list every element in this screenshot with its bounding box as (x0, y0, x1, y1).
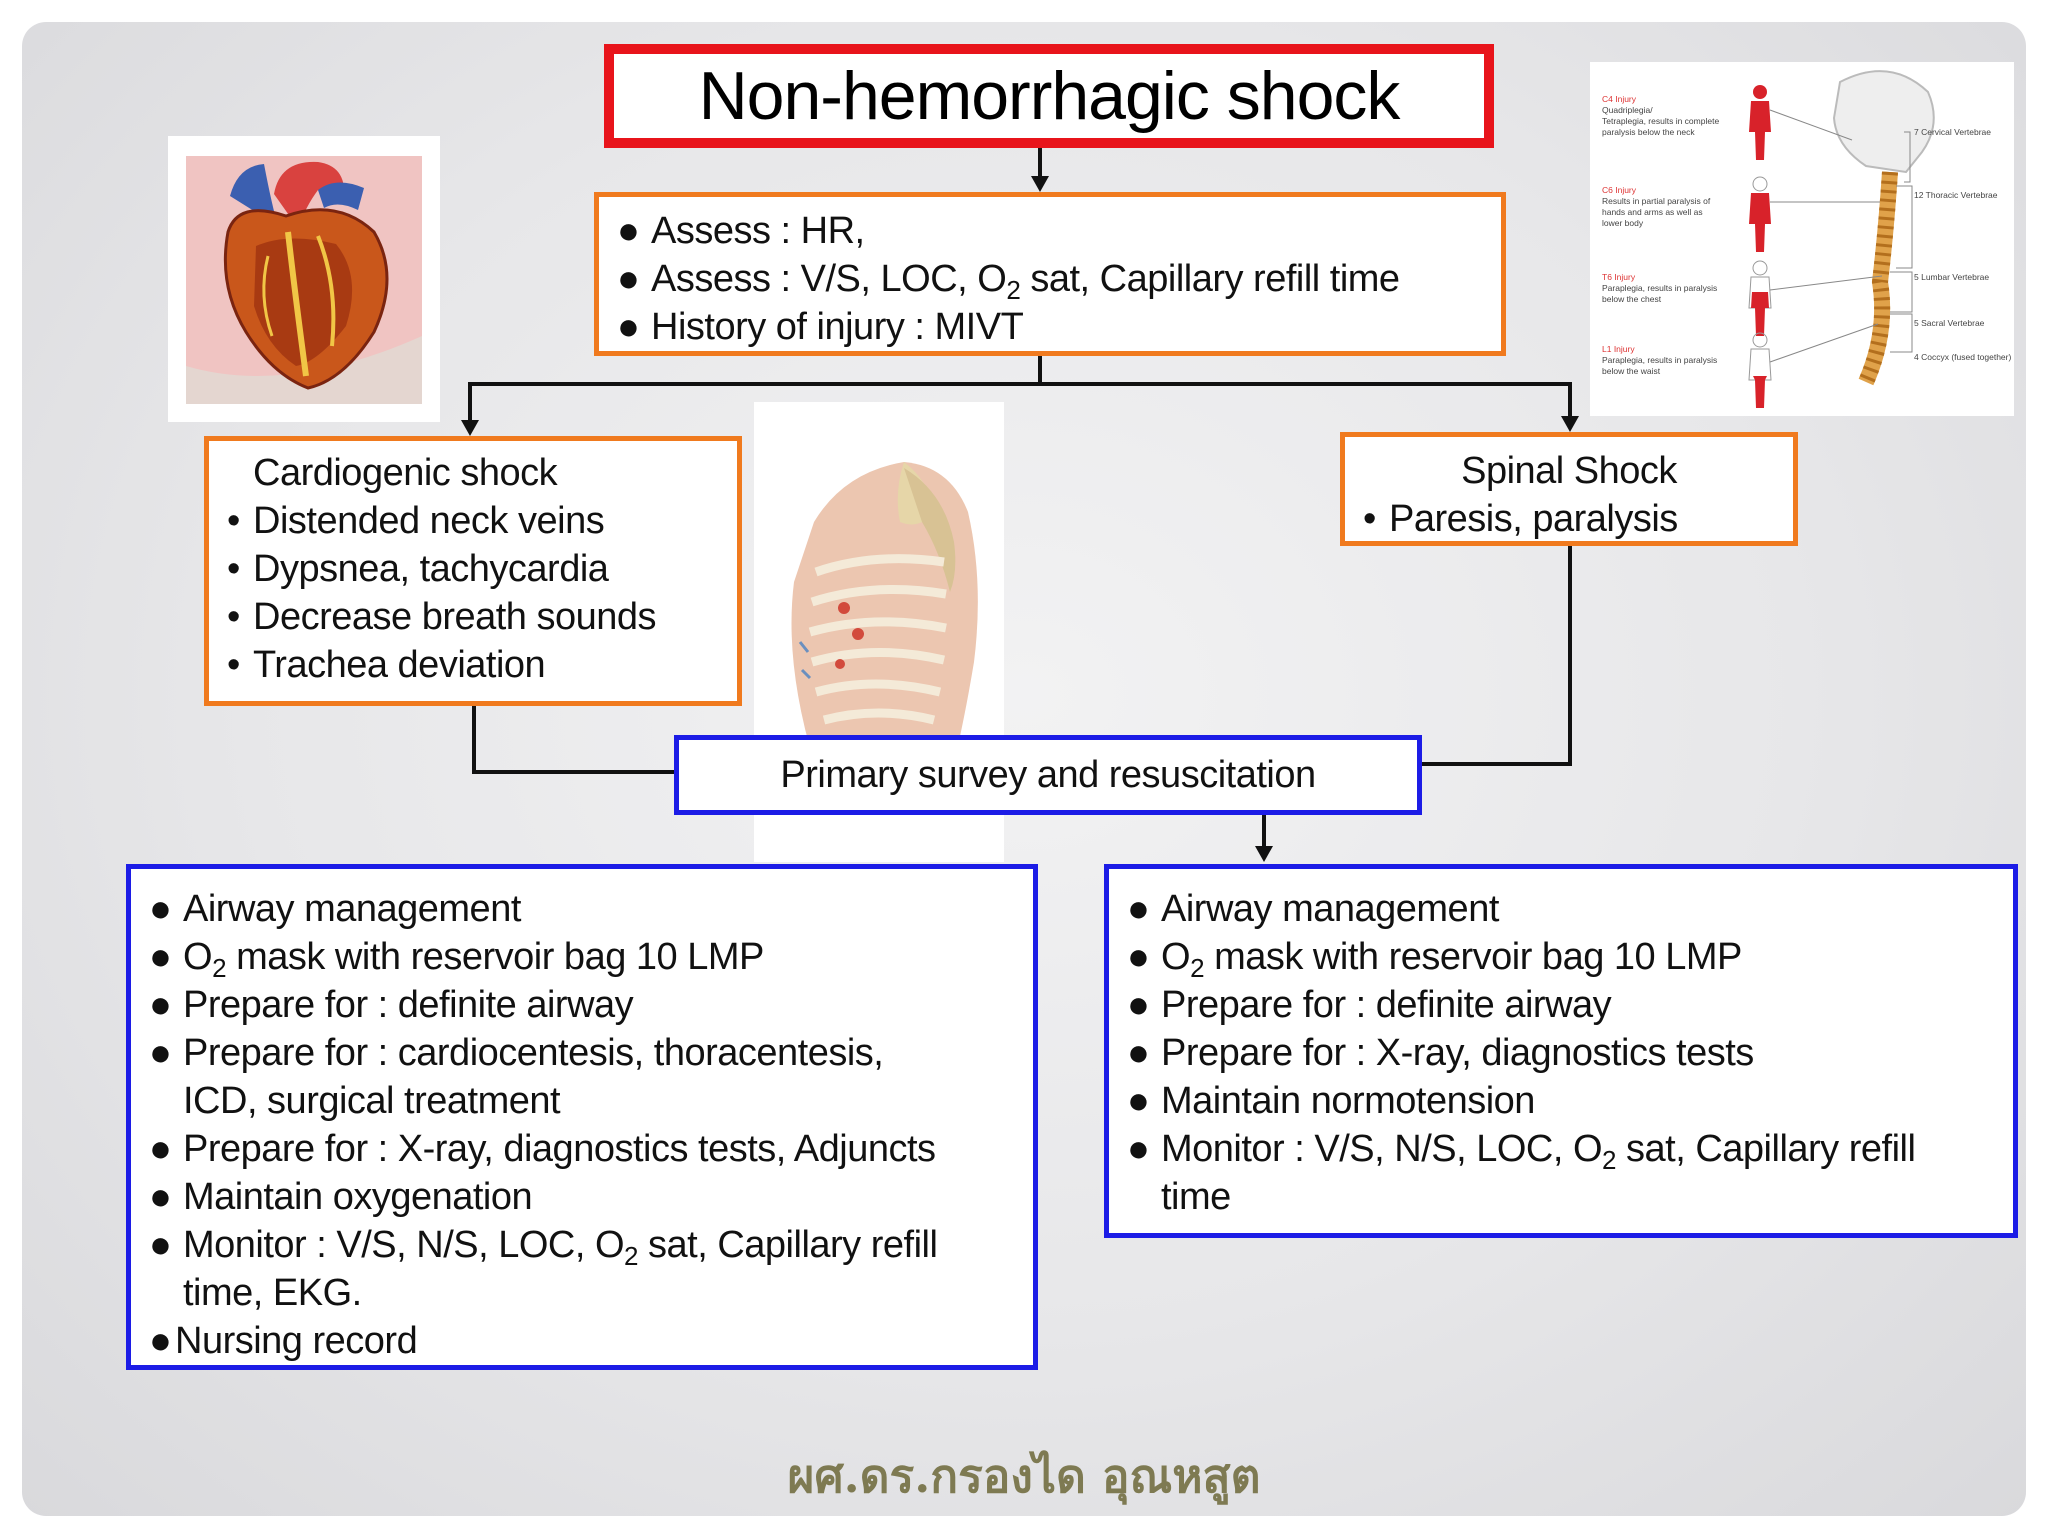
injury-labels: C4 Injury Quadriplegia/ Tetraplegia, res… (1602, 94, 1719, 376)
arrow-head (1031, 176, 1049, 192)
list-item: ●O2 mask with reservoir bag 10 LMP (149, 936, 764, 983)
injury-c4-desc-1: Quadriplegia/ (1602, 105, 1653, 115)
injury-c6-desc-2: hands and arms as well as (1602, 207, 1703, 217)
assess-item: ●Assess : V/S, LOC, O2 sat, Capillary re… (617, 258, 1400, 305)
body-figures (1748, 85, 1772, 408)
injury-c4-desc-2: Tetraplegia, results in complete (1602, 116, 1719, 126)
heart-illustration (168, 136, 440, 422)
cardiogenic-item: •Distended neck veins (227, 500, 605, 542)
connector-cardiogenic-to-primary-h (472, 770, 674, 774)
connector-title-to-assess (1038, 148, 1042, 178)
list-item-continuation: time, EKG. (183, 1272, 362, 1314)
list-item: ●Nursing record (149, 1320, 418, 1362)
injury-c6-desc-3: lower body (1602, 218, 1644, 228)
spinal-heading: Spinal Shock (1461, 450, 1677, 492)
spinal-shock-box: Spinal Shock •Paresis, paralysis (1340, 432, 1798, 546)
arrow-head (1561, 416, 1579, 432)
list-item-continuation: ICD, surgical treatment (183, 1080, 561, 1122)
list-item: ●Prepare for : X-ray, diagnostics tests (1127, 1032, 1754, 1074)
list-item: ●Maintain oxygenation (149, 1176, 533, 1218)
cardiogenic-item: •Dypsnea, tachycardia (227, 548, 609, 590)
injury-t6-desc-2: below the chest (1602, 294, 1662, 304)
connector-to-cardiogenic (468, 382, 472, 422)
injury-l1-desc-2: below the waist (1602, 366, 1661, 376)
list-item: ●Monitor : V/S, N/S, LOC, O2 sat, Capill… (149, 1224, 938, 1271)
cardiogenic-shock-box: Cardiogenic shock •Distended neck veins … (204, 436, 742, 706)
connector-spinal-to-primary-h (1422, 762, 1572, 766)
vertebrae-label: 7 Cervical Vertebrae (1914, 127, 1991, 137)
assessment-box: ●Assess : HR, ●Assess : V/S, LOC, O2 sat… (594, 192, 1506, 356)
connector-branch-horizontal (468, 382, 1572, 386)
vertebrae-labels: 7 Cervical Vertebrae 12 Thoracic Vertebr… (1914, 127, 2011, 362)
cardiogenic-item: •Trachea deviation (227, 644, 546, 686)
list-item-continuation: time (1161, 1176, 1231, 1218)
list-item: ●Prepare for : cardiocentesis, thoracent… (149, 1032, 884, 1074)
cardiogenic-item: •Decrease breath sounds (227, 596, 657, 638)
list-item: ●Prepare for : definite airway (1127, 984, 1612, 1026)
list-item: ●O2 mask with reservoir bag 10 LMP (1127, 936, 1742, 983)
primary-survey-box: Primary survey and resuscitation (674, 735, 1422, 815)
pointer-lines (1769, 109, 1913, 363)
injury-t6-desc-1: Paraplegia, results in paralysis (1602, 283, 1717, 293)
list-item: ●Airway management (1127, 888, 1499, 930)
spinal-injury-figure: C4 Injury Quadriplegia/ Tetraplegia, res… (1590, 62, 2014, 416)
injury-c4-title: C4 Injury (1602, 94, 1637, 104)
list-item: ●Monitor : V/S, N/S, LOC, O2 sat, Capill… (1127, 1128, 1916, 1175)
author-credit: ผศ.ดร.กรองได อุณหสูต (787, 1449, 1261, 1503)
vertebrae-label: 5 Lumbar Vertebrae (1914, 272, 1989, 282)
arrow-head (1255, 846, 1273, 862)
list-item: ●Prepare for : X-ray, diagnostics tests,… (149, 1128, 936, 1170)
page-title: Non-hemorrhagic shock (604, 44, 1494, 148)
list-item: ●Prepare for : definite airway (149, 984, 634, 1026)
skull-and-spine (1832, 70, 1935, 386)
injury-c6-desc-1: Results in partial paralysis of (1602, 196, 1711, 206)
spinal-management-list: ●Airway management ●O2 mask with reservo… (1104, 864, 2018, 1238)
connector-assess-down (1038, 356, 1042, 386)
vertebrae-label: 5 Sacral Vertebrae (1914, 318, 1985, 328)
injury-l1-desc-1: Paraplegia, results in paralysis (1602, 355, 1717, 365)
assess-item: ●History of injury : MIVT (617, 306, 1024, 348)
spinal-item: •Paresis, paralysis (1363, 498, 1678, 540)
list-item: ●Airway management (149, 888, 521, 930)
connector-spinal-to-primary (1568, 546, 1572, 766)
injury-l1-title: L1 Injury (1602, 344, 1635, 354)
connector-primary-to-right-list (1262, 815, 1266, 847)
vertebrae-label: 12 Thoracic Vertebrae (1914, 190, 1998, 200)
vertebrae-label: 4 Coccyx (fused together) (1914, 352, 2011, 362)
cardiogenic-management-list: ●Airway management ●O2 mask with reservo… (126, 864, 1038, 1370)
list-item: ●Maintain normotension (1127, 1080, 1535, 1122)
connector-cardiogenic-to-primary (472, 706, 476, 774)
cardiogenic-heading: Cardiogenic shock (253, 452, 558, 494)
arrow-head (461, 420, 479, 436)
injury-c4-desc-3: paralysis below the neck (1602, 127, 1695, 137)
connector-to-spinal (1568, 382, 1572, 418)
injury-c6-title: C6 Injury (1602, 185, 1637, 195)
injury-t6-title: T6 Injury (1602, 272, 1636, 282)
assess-item: ●Assess : HR, (617, 210, 865, 252)
